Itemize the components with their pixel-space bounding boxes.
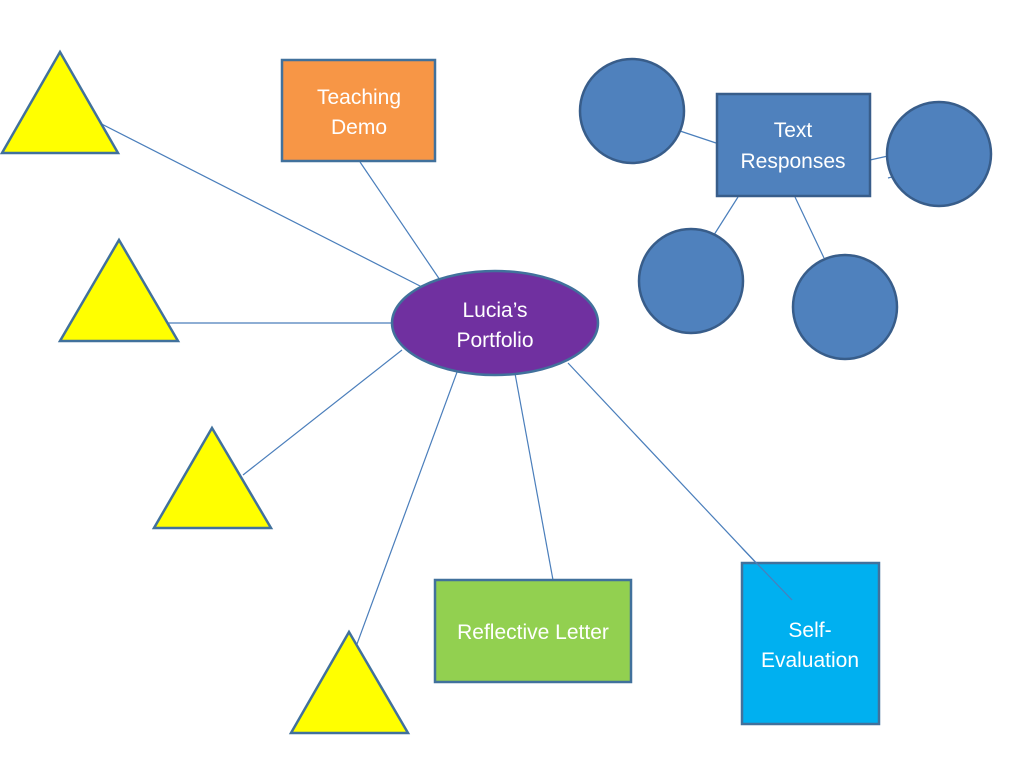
teaching-demo-label-line2: Demo: [331, 116, 387, 139]
self-evaluation-label-line1: Self-: [788, 619, 831, 642]
teaching-demo-node[interactable]: Teaching Demo: [280, 58, 437, 163]
triangle-node-1[interactable]: [0, 49, 121, 155]
reflective-letter-node[interactable]: Reflective Letter: [433, 578, 633, 684]
center-label-line2: Portfolio: [456, 329, 533, 352]
circle-node-3[interactable]: [637, 227, 745, 335]
edge-text-responses-circle-3: [711, 196, 739, 239]
edge-center-self-evaluation: [567, 362, 777, 585]
edge-center-triangle-4: [356, 344, 468, 645]
circle-node-4[interactable]: [791, 253, 899, 361]
triangle-node-2[interactable]: [57, 237, 181, 343]
text-responses-label-line2: Responses: [740, 150, 845, 173]
text-responses-label-line1: Text: [774, 119, 813, 142]
reflective-letter-label: Reflective Letter: [457, 621, 609, 644]
edge-text-responses-circle-1: [679, 130, 717, 144]
circle-node-2[interactable]: [885, 100, 993, 208]
edge-center-triangle-3: [242, 349, 403, 476]
edge-center-reflective-letter: [513, 367, 554, 581]
edge-center-teaching-demo: [359, 161, 441, 281]
triangle-node-4[interactable]: [288, 629, 411, 735]
edge-text-responses-circle-4: [794, 196, 825, 259]
edge-text-responses-circle-2: [869, 155, 889, 161]
circle-node-1[interactable]: [578, 57, 686, 165]
edge-self-evaluation-overlap: [741, 547, 793, 601]
triangle-node-3[interactable]: [151, 425, 274, 530]
self-evaluation-label-line2: Evaluation: [761, 649, 859, 672]
center-label-line1: Lucia’s: [463, 299, 528, 322]
lucias-portfolio-node[interactable]: Lucia’s Portfolio: [390, 269, 600, 377]
teaching-demo-label-line1: Teaching: [317, 86, 401, 109]
self-evaluation-node[interactable]: Self- Evaluation: [740, 561, 881, 726]
edge-center-triangle-1: [77, 111, 423, 288]
text-responses-node[interactable]: Text Responses: [715, 92, 872, 198]
